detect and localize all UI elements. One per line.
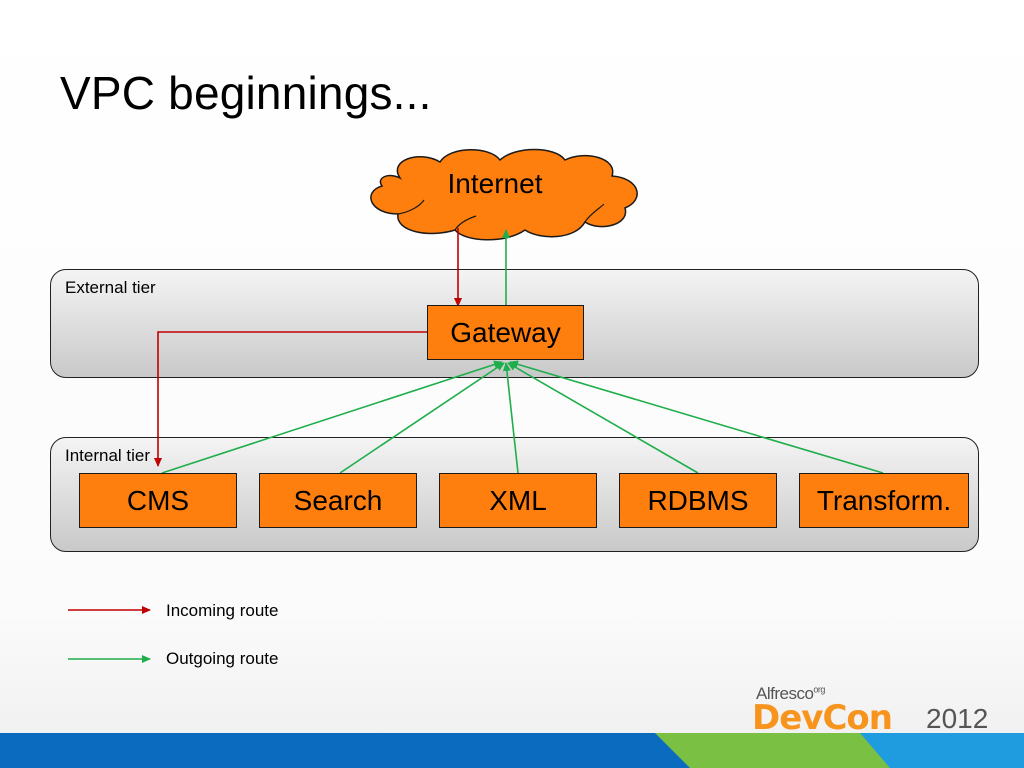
logo-year: 2012	[926, 703, 989, 734]
outgoing-route-rdbms-gateway	[507, 362, 699, 474]
search-node: Search	[259, 473, 417, 528]
rdbms-node: RDBMS	[619, 473, 777, 528]
cms-node: CMS	[79, 473, 237, 528]
legend-outgoing-label: Outgoing route	[166, 649, 279, 668]
xml-node: XML	[439, 473, 597, 528]
logo-org-name: Alfresco	[756, 684, 814, 703]
outgoing-route-search-gateway	[339, 362, 505, 474]
internet-cloud	[370, 148, 638, 241]
transform-node: Transform.	[799, 473, 969, 528]
logo-event: DevCon	[752, 698, 893, 738]
slide-title: VPC beginnings...	[60, 67, 432, 119]
legend-incoming-label: Incoming route	[166, 601, 279, 620]
outgoing-route-transform-gateway	[509, 360, 884, 474]
outgoing-route-xml-gateway	[502, 362, 519, 474]
outgoing-route-cms-gateway	[161, 360, 503, 474]
footer-bar	[0, 733, 1024, 768]
internal-tier-label: Internal tier	[65, 446, 151, 465]
gateway-node: Gateway	[427, 305, 584, 360]
alfresco-devcon-logo: Alfrescoorg DevCon 2012	[752, 684, 1002, 738]
incoming-route-gateway-cms	[154, 331, 427, 467]
logo-org-suffix: org	[813, 684, 825, 695]
logo-org: Alfrescoorg	[756, 684, 825, 704]
internet-label: Internet	[447, 168, 543, 199]
external-tier-label: External tier	[65, 278, 156, 297]
